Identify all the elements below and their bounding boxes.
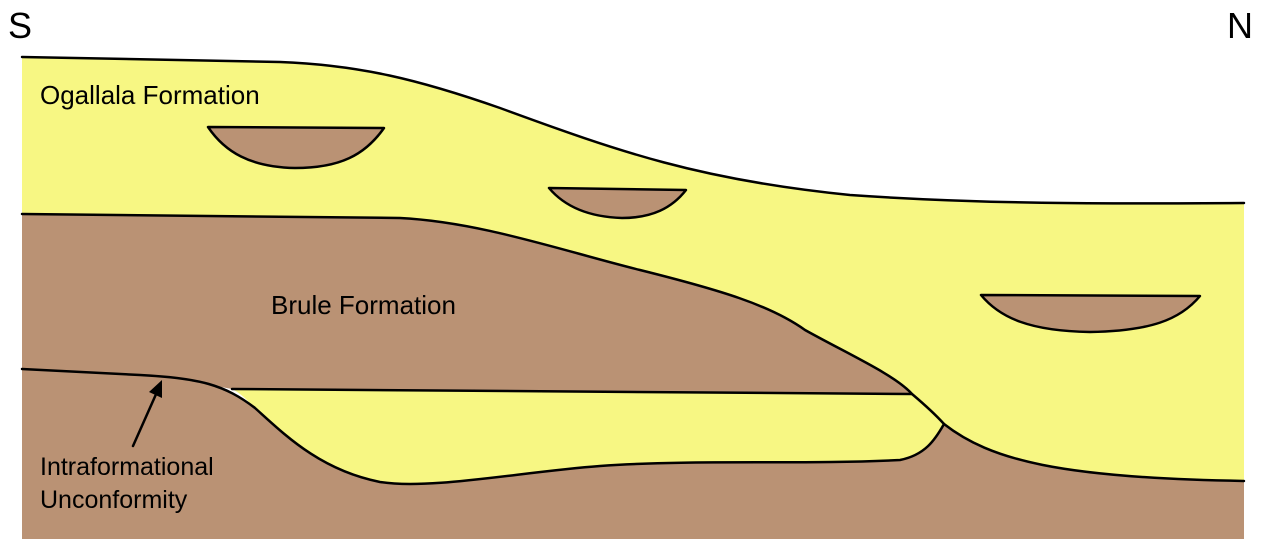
ogallala-formation-label: Ogallala Formation	[40, 80, 260, 110]
unconformity-label-line2: Unconformity	[40, 486, 188, 514]
brule-formation-label: Brule Formation	[271, 290, 456, 320]
south-label: S	[8, 5, 32, 46]
north-label: N	[1227, 5, 1253, 46]
unconformity-label-line1: Intraformational	[40, 453, 214, 481]
